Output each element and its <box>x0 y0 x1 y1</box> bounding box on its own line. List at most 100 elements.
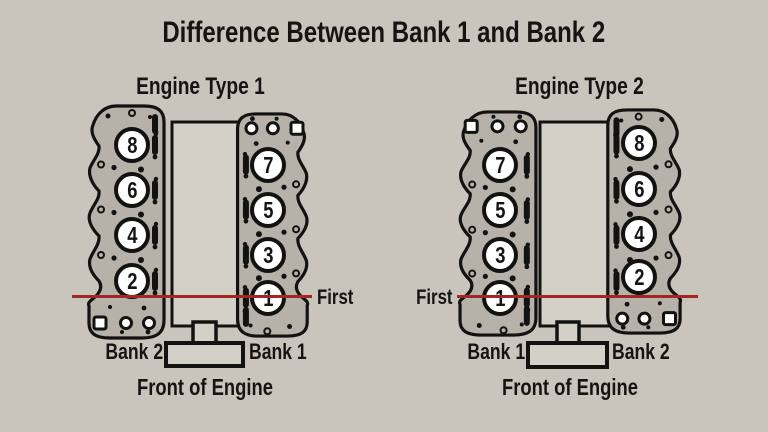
first-label: First <box>317 286 379 309</box>
engine-2-graphic <box>400 0 720 369</box>
cylinder-number: 7 <box>494 151 506 178</box>
head-slot <box>242 154 249 175</box>
head-dot <box>152 199 158 205</box>
bank-right-label: Bank 1 <box>249 339 339 364</box>
head-ring-hole <box>263 327 272 336</box>
head-slot <box>152 114 158 134</box>
head-dot <box>657 301 662 306</box>
head-ring-hole <box>128 109 136 117</box>
head-dot <box>614 153 619 159</box>
crank-pulley-box <box>164 341 245 368</box>
head-dot <box>153 176 159 182</box>
head-ring-hole <box>292 180 301 189</box>
head-slot <box>152 225 158 245</box>
cylinder-badge: 5 <box>482 192 518 228</box>
page-title-text: Difference Between Bank 1 and Bank 2 <box>162 16 606 49</box>
head-hole-circle <box>142 316 156 330</box>
head-dot <box>108 305 112 309</box>
head-dot <box>274 116 279 121</box>
cylinder-badge: 1 <box>482 280 518 316</box>
head-dot <box>285 140 290 145</box>
head-dot <box>525 242 531 247</box>
head-dot <box>152 290 158 296</box>
head-slot <box>613 271 620 292</box>
engine-1-diagram: Engine Type 1 8 6 4 2 7 5 3 1 First Bank… <box>60 0 380 432</box>
cylinder-number: 1 <box>263 285 273 312</box>
head-ring-hole <box>292 269 301 278</box>
head-dot <box>614 290 619 296</box>
head-dot <box>255 186 262 193</box>
head-dot <box>250 116 255 122</box>
head-dot <box>479 138 484 143</box>
head-ring-hole <box>499 326 508 335</box>
head-dot <box>141 305 147 311</box>
head-dot <box>138 257 144 263</box>
head-dot <box>509 231 516 238</box>
head-slot <box>152 180 158 200</box>
cylinder-number: 1 <box>495 285 505 312</box>
first-label-text: First <box>416 286 453 309</box>
front-of-engine-label: Front of Engine <box>105 374 305 400</box>
head-dot <box>525 284 531 290</box>
head-dot <box>248 323 253 328</box>
engine-2-diagram: Engine Type 2 7 5 3 1 8 6 4 2 First Bank… <box>400 0 720 432</box>
engine-1-graphic <box>60 0 380 368</box>
bank-left-text: Bank 2 <box>105 339 163 364</box>
head-slot <box>242 244 249 265</box>
first-label-text: First <box>317 286 354 309</box>
crank-stem <box>191 320 218 346</box>
first-cylinder-line <box>72 295 312 298</box>
cylinder-badge: 2 <box>114 263 150 299</box>
cylinder-number: 3 <box>262 241 274 268</box>
head-dot <box>145 329 151 335</box>
head-dot <box>153 129 159 135</box>
head-hole-square <box>662 311 677 327</box>
first-cylinder-line <box>457 295 698 298</box>
head-ring-hole <box>664 251 673 260</box>
cylinder-badge: 2 <box>621 259 657 295</box>
cylinder-badge: 7 <box>250 147 286 183</box>
head-ring-hole <box>664 160 673 169</box>
head-slot <box>613 134 620 155</box>
head-hole-circle <box>490 119 505 134</box>
front-of-engine-text: Front of Engine <box>137 374 273 400</box>
head-dot <box>111 209 117 216</box>
head-slot <box>523 154 530 175</box>
head-slot <box>613 179 620 200</box>
head-dot <box>242 285 248 290</box>
head-dot <box>243 173 249 179</box>
head-dot <box>491 114 496 119</box>
cylinder-number: 4 <box>633 220 645 247</box>
head-hole-circle <box>637 311 652 326</box>
bank-left-text: Bank 1 <box>467 339 525 364</box>
page-title: Difference Between Bank 1 and Bank 2 <box>0 16 768 50</box>
first-label: First <box>400 286 453 309</box>
head-dot <box>105 113 111 119</box>
bank-right-text: Bank 1 <box>249 339 307 364</box>
head-dot <box>659 117 665 123</box>
head-ring-hole <box>634 112 643 121</box>
head-dot <box>524 173 530 179</box>
cylinder-badge: 8 <box>621 125 657 161</box>
head-hole-circle <box>265 121 280 136</box>
head-dot <box>153 267 159 273</box>
head-dot <box>626 166 633 173</box>
head-dot <box>517 114 523 120</box>
head-dot <box>519 322 524 327</box>
head-dot <box>624 301 630 307</box>
head-ring-hole <box>468 225 477 234</box>
cylinder-number: 3 <box>494 241 506 268</box>
head-dot <box>138 211 144 218</box>
front-of-engine-label: Front of Engine <box>470 374 670 400</box>
head-dot <box>120 330 124 334</box>
bank-left-label: Bank 1 <box>440 339 525 364</box>
cylinder-number: 2 <box>126 267 138 294</box>
cylinder-number: 6 <box>126 176 138 203</box>
head-dot <box>509 275 516 282</box>
cylinder-badge: 1 <box>250 280 286 316</box>
head-dot <box>111 164 117 171</box>
head-dot <box>242 241 248 247</box>
head-dot <box>255 231 262 238</box>
head-dot <box>620 324 626 330</box>
